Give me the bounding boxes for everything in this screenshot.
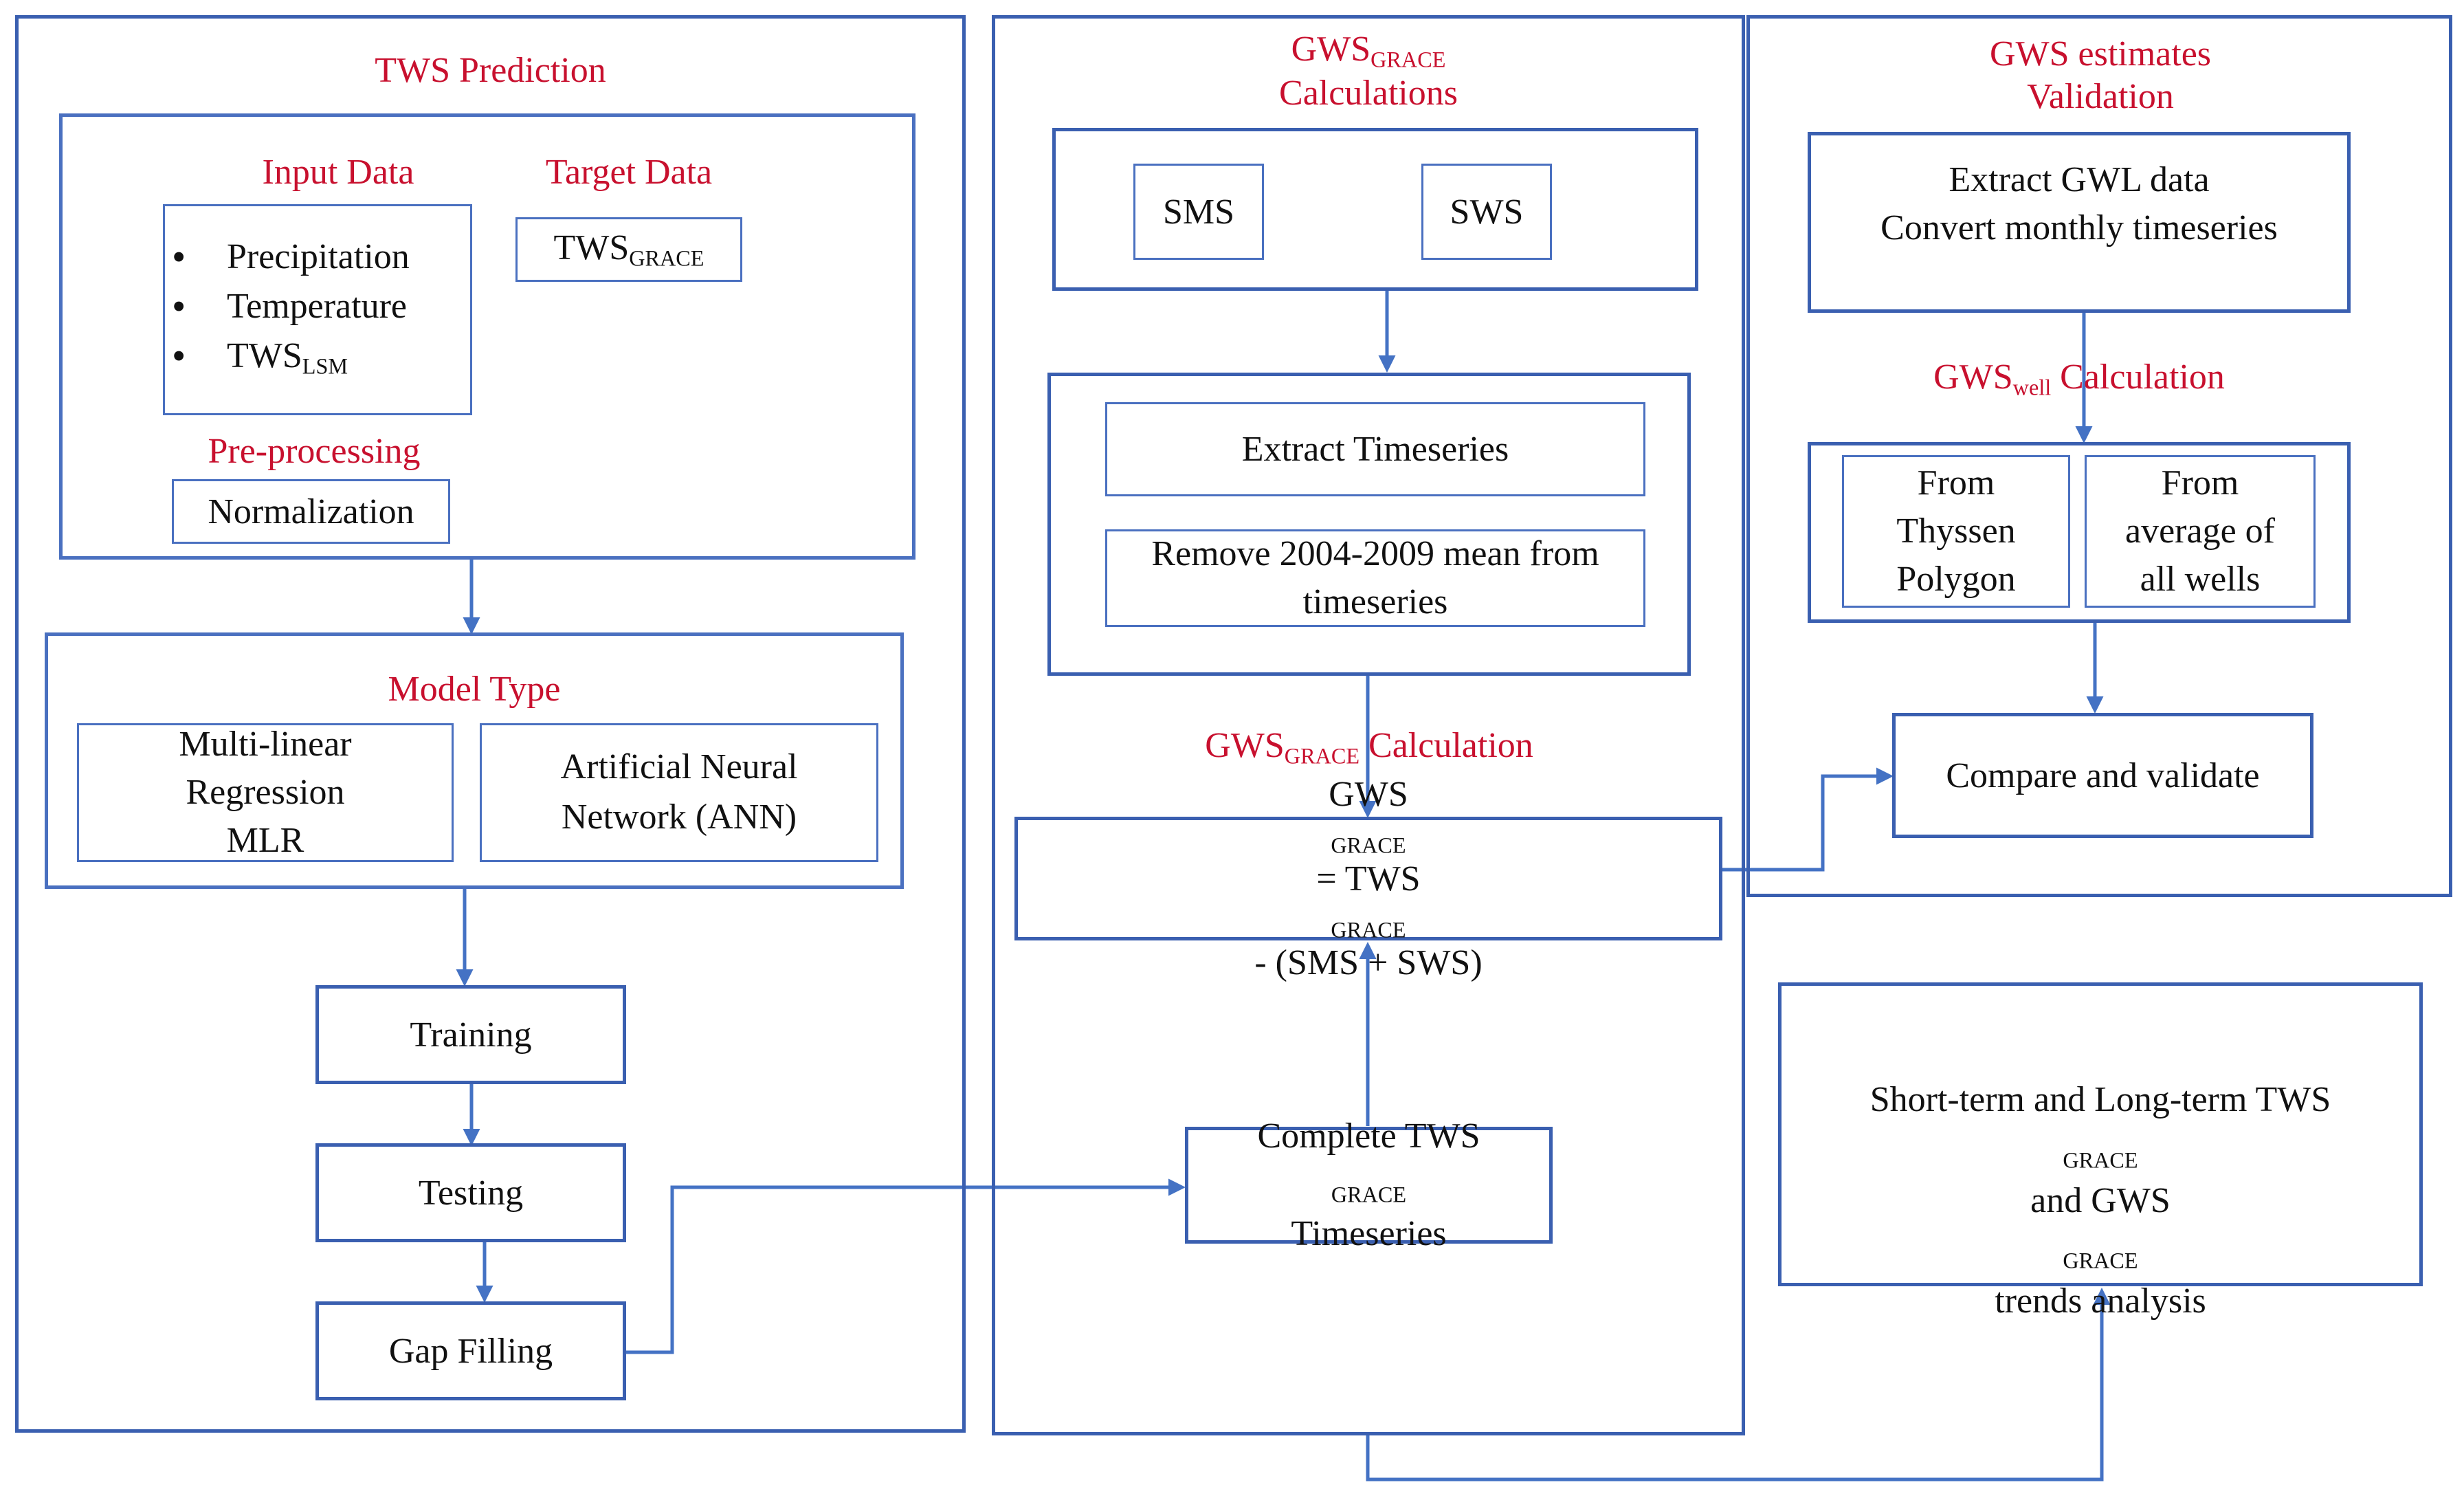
gws-grace-title-line1: GWSGRACE [1291, 30, 1446, 72]
validation-title: GWS estimates Validation [1746, 33, 2454, 119]
gws-grace-calculation-label: GWSGRACE Calculation [1205, 726, 1533, 769]
arrow-gapfilling-to-complete [625, 1178, 1186, 1354]
gap-filling-label: Gap Filling [388, 1331, 553, 1371]
average-line1: From [2161, 463, 2239, 503]
arrow-formula-to-compare [1722, 767, 1894, 872]
model-type-box [45, 632, 904, 889]
input-precipitation: Precipitation [165, 232, 470, 282]
input-data-heading: Input Data [262, 153, 414, 192]
input-data-list-box: Precipitation Temperature TWSLSM [163, 204, 472, 415]
gws-well-methods-box [1808, 442, 2351, 623]
sms-label: SMS [1162, 192, 1235, 232]
data-group-box [59, 113, 915, 560]
arrow-to-trends [1366, 1288, 2111, 1482]
training-box: Training [315, 985, 626, 1084]
gws-grace-title-line2: Calculations [1279, 73, 1458, 113]
model-mlr-line3: MLR [226, 821, 304, 861]
model-ann-box: Artificial Neural Network (ANN) [480, 723, 878, 862]
testing-box: Testing [315, 1143, 626, 1242]
normalization-label: Normalization [208, 492, 414, 531]
tws-prediction-panel [15, 15, 966, 1433]
input-data-list: Precipitation Temperature TWSLSM [165, 232, 470, 391]
gws-grace-title: GWSGRACE Calculations [992, 29, 1745, 114]
target-tws-grace-label: TWSGRACE [553, 228, 704, 271]
training-label: Training [410, 1015, 532, 1055]
validation-title-line1: GWS estimates [1989, 34, 2212, 74]
input-temperature: Temperature [165, 282, 470, 331]
preprocessing-heading: Pre-processing [208, 432, 421, 471]
target-data-heading: Target Data [545, 153, 713, 192]
compare-validate-label: Compare and validate [1946, 756, 2260, 795]
complete-tws-grace-line2: Timeseries [1291, 1214, 1447, 1254]
thyssen-line3: Polygon [1896, 560, 2016, 599]
model-ann-line1: Artificial Neural [560, 747, 798, 787]
tws-prediction-title: TWS Prediction [375, 51, 606, 90]
thyssen-line2: Thyssen [1896, 511, 2016, 551]
average-line3: all wells [2140, 560, 2261, 599]
validation-panel [1746, 15, 2452, 897]
model-type-heading: Model Type [388, 670, 561, 709]
extract-timeseries-label: Extract Timeseries [1241, 430, 1509, 469]
storage-components-box [1052, 128, 1698, 291]
compare-validate-box: Compare and validate [1892, 713, 2313, 838]
average-line2: average of [2125, 511, 2275, 551]
gws-well-calculation-label: GWSwell Calculation [1933, 357, 2225, 400]
average-wells-box: From average of all wells [2085, 455, 2316, 608]
normalization-box: Normalization [172, 479, 450, 544]
sws-label: SWS [1450, 192, 1524, 232]
model-mlr-box: Multi-linear Regression MLR [77, 723, 454, 862]
validation-title-line2: Validation [2027, 77, 2174, 117]
extract-gwl-line2: Convert monthly timeseries [1880, 208, 2278, 248]
thyssen-line1: From [1917, 463, 1995, 503]
sws-box: SWS [1421, 164, 1552, 260]
extract-gwl-line1: Extract GWL data [1949, 160, 2210, 199]
extract-gwl-box: Extract GWL data Convert monthly timeser… [1808, 132, 2351, 313]
gws-grace-panel [992, 15, 1745, 1435]
target-tws-grace-box: TWSGRACE [515, 217, 742, 282]
thyssen-polygon-box: From Thyssen Polygon [1842, 455, 2070, 608]
remove-mean-line1: Remove 2004-2009 mean from [1151, 533, 1599, 573]
model-ann-line2: Network (ANN) [561, 797, 797, 837]
extract-timeseries-box: Extract Timeseries [1105, 402, 1645, 496]
remove-mean-box: Remove 2004-2009 mean from timeseries [1105, 529, 1645, 627]
gap-filling-box: Gap Filling [315, 1301, 626, 1400]
testing-label: Testing [418, 1173, 524, 1213]
remove-mean-line2: timeseries [1302, 582, 1448, 621]
sms-box: SMS [1133, 164, 1264, 260]
model-mlr-line2: Regression [186, 772, 345, 812]
input-tws-lsm: TWSLSM [165, 331, 470, 391]
timeseries-processing-box [1047, 373, 1691, 676]
model-mlr-line1: Multi-linear [179, 724, 352, 764]
